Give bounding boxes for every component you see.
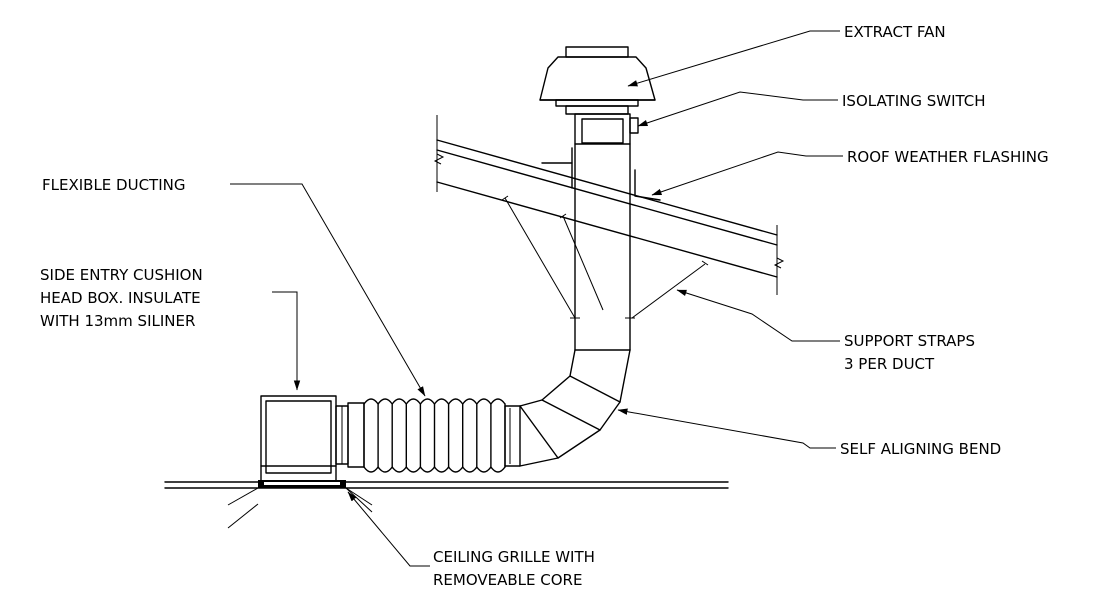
label-head-box-line2: HEAD BOX. INSULATE [40,289,201,307]
vertical-duct [574,143,631,351]
roof-weather-flashing-lines [541,147,661,201]
ceiling-grille [227,480,373,529]
leader-extract-fan [627,30,840,87]
support-straps [501,195,709,323]
label-self-aligning-bend: SELF ALIGNING BEND [840,440,1001,458]
side-entry-cushion-head-box [260,395,365,483]
label-head-box-line1: SIDE ENTRY CUSHION [40,266,203,284]
label-head-box-line3: WITH 13mm SILINER [40,312,195,330]
ceiling [164,481,729,489]
leader-support-straps [676,289,840,342]
flexible-ducting [363,398,506,473]
roof-section [433,115,785,295]
label-flexible-ducting: FLEXIBLE DUCTING [42,176,186,194]
label-support-straps-line1: SUPPORT STRAPS [844,332,975,350]
self-aligning-bend [504,349,631,467]
leader-isolating-switch [637,91,838,127]
leader-lines [230,30,843,567]
leader-ceiling-grille [347,491,430,567]
label-extract-fan: EXTRACT FAN [844,23,946,41]
labels: EXTRACT FAN ISOLATING SWITCH ROOF WEATHE… [40,23,1049,589]
label-isolating-switch: ISOLATING SWITCH [842,92,986,110]
leader-flexible-ducting [230,183,426,397]
leader-head-box [272,291,301,391]
label-support-straps-line2: 3 PER DUCT [844,355,935,373]
leader-roof-weather-flashing [651,151,843,196]
isolating-switch-box [629,117,639,134]
label-ceiling-grille-line1: CEILING GRILLE WITH [433,548,595,566]
leader-self-aligning-bend [617,408,836,449]
label-roof-weather-flashing: ROOF WEATHER FLASHING [847,148,1049,166]
label-ceiling-grille-line2: REMOVEABLE CORE [433,571,582,589]
extract-fan-unit [539,46,656,145]
